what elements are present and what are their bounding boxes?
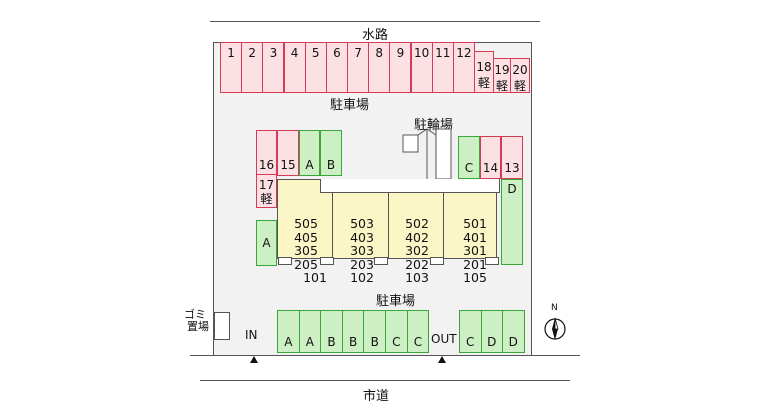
bicycle-parking-shape xyxy=(402,128,452,180)
parking-spot-bottom-4: B xyxy=(341,310,365,353)
north-arrow-icon xyxy=(544,317,566,340)
parking-spot-6: 6 xyxy=(325,42,348,93)
parking-spot-4: 4 xyxy=(283,42,306,93)
garbage-area-label-2: 置場 xyxy=(187,320,209,333)
entrance-in-arrow xyxy=(250,356,258,363)
city-road-line xyxy=(200,380,570,381)
parking-spot-5: 5 xyxy=(304,42,327,93)
parking-spot-11: 11 xyxy=(431,42,454,93)
parking-spot-bottom-right-2: D xyxy=(480,310,503,353)
parking-spot-d-right: D xyxy=(501,179,523,265)
garbage-area-label-1: ゴミ xyxy=(184,308,206,321)
parking-spot-2: 2 xyxy=(241,42,264,93)
building-divider-3 xyxy=(443,193,444,259)
parking-spot-13: 13 xyxy=(501,136,523,179)
building-divider-2 xyxy=(388,193,389,259)
entrance-out-arrow xyxy=(438,356,446,363)
waterway-line xyxy=(210,21,540,22)
parking-spot-bottom-1: A xyxy=(277,310,300,353)
parking-spot-bottom-2: A xyxy=(298,310,322,353)
parking-spot-9: 9 xyxy=(389,42,412,93)
entrance-in-label: IN xyxy=(245,328,258,342)
parking-spot-a-side: A xyxy=(256,220,277,266)
parking-spot-a-left: A xyxy=(299,130,320,176)
city-road-label: 市道 xyxy=(363,389,390,404)
balcony-5 xyxy=(485,257,499,265)
waterway-label: 水路 xyxy=(362,28,389,43)
parking-spot-bottom-6: C xyxy=(385,310,408,353)
parking-spot-bottom-3: B xyxy=(320,310,343,353)
building-divider-1 xyxy=(332,193,333,259)
balcony-3 xyxy=(374,257,388,265)
parking-spot-bottom-7: C xyxy=(406,310,430,353)
parking-spot-3: 3 xyxy=(262,42,285,93)
parking-spot-12: 12 xyxy=(452,42,475,93)
parking-spot-bottom-5: B xyxy=(363,310,386,353)
garbage-area-box xyxy=(214,312,230,340)
parking-spot-15: 15 xyxy=(277,130,299,176)
parking-label-top: 駐車場 xyxy=(330,98,370,113)
parking-spot-16: 16 xyxy=(256,130,277,176)
property-boundary-bottom xyxy=(190,355,580,356)
parking-spot-b-left: B xyxy=(320,130,342,176)
parking-spot-10: 10 xyxy=(410,42,433,93)
parking-spot-8: 8 xyxy=(368,42,391,93)
balcony-1 xyxy=(278,257,292,265)
building-corridor xyxy=(320,179,500,193)
parking-spot-7: 7 xyxy=(347,42,370,93)
balcony-4 xyxy=(430,257,444,265)
parking-spot-bottom-right-3: D xyxy=(502,310,525,353)
parking-spot-c-right: C xyxy=(458,136,480,179)
parking-spot-14: 14 xyxy=(480,136,501,179)
balcony-2 xyxy=(320,257,334,265)
north-label: N xyxy=(551,303,558,313)
entrance-out-label: OUT xyxy=(431,332,457,346)
parking-label-bottom: 駐車場 xyxy=(376,294,416,309)
parking-spot-1: 1 xyxy=(220,42,243,93)
parking-spot-bottom-right-1: C xyxy=(459,310,482,353)
